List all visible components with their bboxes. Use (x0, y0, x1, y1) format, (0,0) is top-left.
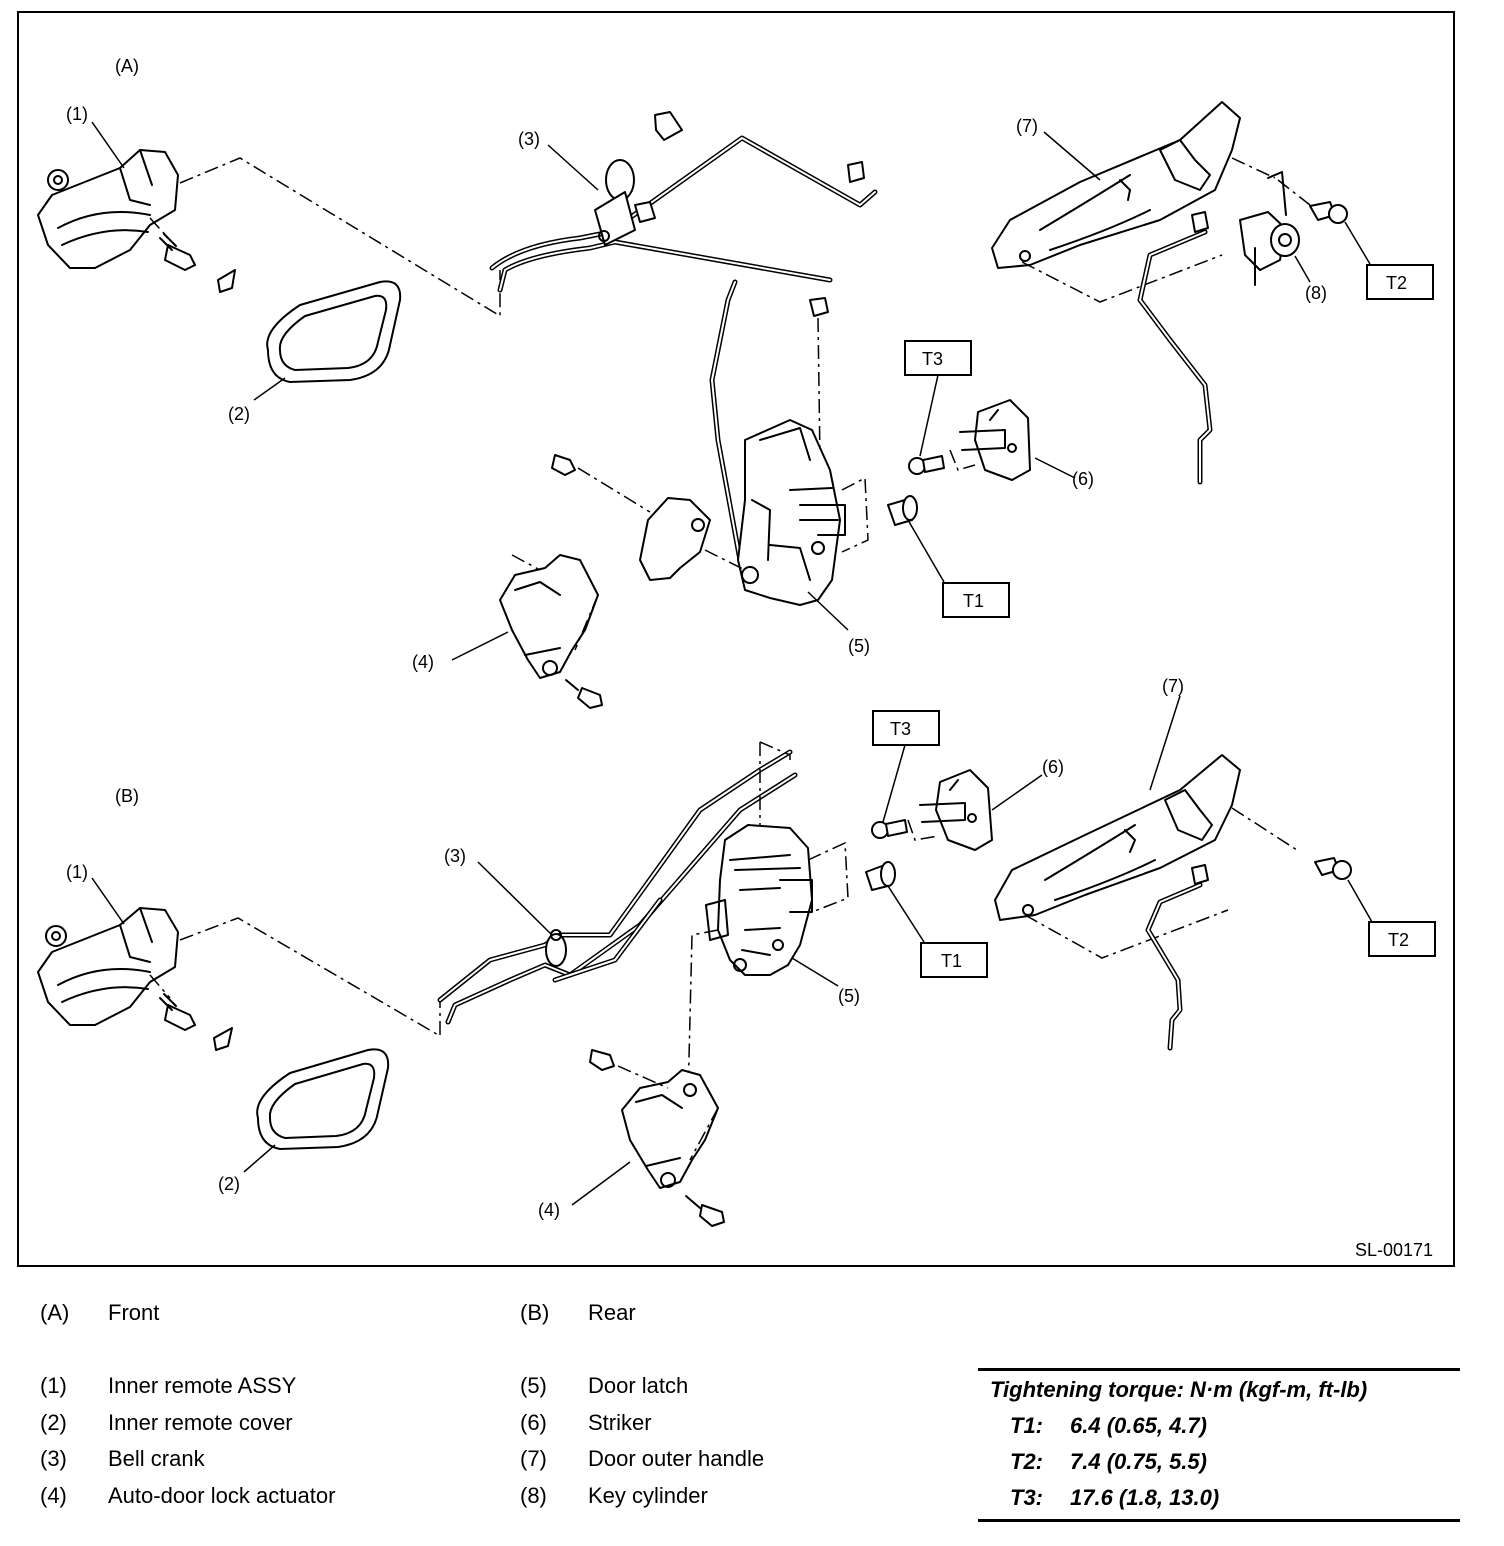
striker-a (959, 399, 1031, 481)
callout-7-a: (7) (1016, 116, 1038, 136)
torque-tag-t3-b-label: T3 (890, 719, 911, 739)
legend-part-7-label: Door outer handle (588, 1446, 765, 1471)
torque-t2-key: T2: (1010, 1449, 1043, 1474)
section-a-label: (A) (115, 56, 139, 76)
screw-t3-a (908, 455, 945, 475)
key-cylinder-a (1239, 171, 1300, 286)
legend-part-2-num: (2) (40, 1410, 67, 1435)
torque-tag-t2-a (1366, 264, 1434, 300)
torque-tag-t2-b (1368, 921, 1436, 957)
actuator-motor-a (551, 454, 711, 581)
torque-tag-t1-b-label: T1 (941, 951, 962, 971)
callout-7-b: (7) (1162, 676, 1184, 696)
torque-t1-key: T1: (1010, 1413, 1043, 1438)
screw-t2-a (1309, 201, 1348, 224)
section-b-label: (B) (115, 786, 139, 806)
callout-5-b: (5) (838, 986, 860, 1006)
bell-crank-b (437, 749, 798, 1025)
legend-part-8-label: Key cylinder (588, 1483, 708, 1508)
auto-door-lock-actuator-b (589, 1049, 725, 1227)
screw-t2-b (1314, 857, 1352, 880)
door-latch-b (705, 824, 813, 976)
torque-t2-value: 7.4 (0.75, 5.5) (1070, 1449, 1207, 1474)
torque-tag-t1-a (942, 582, 1010, 618)
screw-t1-b (865, 861, 896, 891)
callout-4-b: (4) (538, 1200, 560, 1220)
exploded-parts-diagram: (A) (1) (2) (3) (17, 11, 1455, 1267)
callout-2-a: (2) (228, 404, 250, 424)
callout-3-b: (3) (444, 846, 466, 866)
legend-part-1-num: (1) (40, 1373, 67, 1398)
legend-part-5-num: (5) (520, 1373, 547, 1398)
inner-remote-assy-a (37, 149, 236, 293)
torque-t3-key: T3: (1010, 1485, 1043, 1510)
torque-t1-value: 6.4 (0.65, 4.7) (1070, 1413, 1207, 1438)
torque-tag-t3-a (904, 340, 972, 376)
callout-8-a: (8) (1305, 283, 1327, 303)
inner-remote-cover-a (266, 280, 402, 383)
callout-1-a: (1) (66, 104, 88, 124)
legend-part-6-num: (6) (520, 1410, 547, 1435)
legend-section-b-label: Rear (588, 1300, 636, 1325)
torque-title: Tightening torque: N·m (kgf-m, ft-lb) (990, 1377, 1368, 1402)
torque-tag-t2-a-label: T2 (1386, 273, 1407, 293)
legend-part-3-label: Bell crank (108, 1446, 205, 1471)
legend-part-7-num: (7) (520, 1446, 547, 1471)
torque-table: Tightening torque: N·m (kgf-m, ft-lb) T1… (978, 1368, 1460, 1522)
torque-tag-t3-a-label: T3 (922, 349, 943, 369)
legend-part-4-num: (4) (40, 1483, 67, 1508)
inner-remote-assy-b (37, 907, 233, 1051)
torque-tag-t1-a-label: T1 (963, 591, 984, 611)
legend-section-a-key: (A) (40, 1300, 70, 1325)
diagram-code: SL-00171 (1355, 1240, 1433, 1260)
callout-5-a: (5) (848, 636, 870, 656)
screw-t3-b (871, 819, 908, 839)
callout-6-a: (6) (1072, 469, 1094, 489)
legend-part-6-label: Striker (588, 1410, 652, 1435)
inner-remote-cover-b (256, 1048, 390, 1150)
torque-t3-value: 17.6 (1.8, 13.0) (1070, 1485, 1220, 1510)
legend-part-1-label: Inner remote ASSY (108, 1373, 297, 1398)
legend-part-2-label: Inner remote cover (108, 1410, 293, 1435)
legend-section-b-key: (B) (520, 1300, 550, 1325)
callout-1-b: (1) (66, 862, 88, 882)
callout-4-a: (4) (412, 652, 434, 672)
diagram-frame (17, 11, 1455, 1267)
door-outer-handle-b (994, 754, 1241, 921)
legend-section-a-label: Front (108, 1300, 160, 1325)
auto-door-lock-actuator-a (499, 554, 603, 709)
callout-3-a: (3) (518, 129, 540, 149)
door-outer-handle-a (991, 101, 1241, 269)
callout-2-b: (2) (218, 1174, 240, 1194)
screw-t1-a (887, 495, 918, 526)
torque-tag-t3-b (872, 710, 940, 746)
callout-6-b: (6) (1042, 757, 1064, 777)
torque-tag-t1-b (920, 942, 988, 978)
bell-crank-a (489, 111, 878, 293)
legend-part-8-num: (8) (520, 1483, 547, 1508)
legend-part-5-label: Door latch (588, 1373, 689, 1398)
legend-part-4-label: Auto-door lock actuator (108, 1483, 336, 1508)
torque-tag-t2-b-label: T2 (1388, 930, 1409, 950)
legend-part-3-num: (3) (40, 1446, 67, 1471)
striker-b (919, 769, 993, 851)
door-latch-a (737, 419, 846, 606)
